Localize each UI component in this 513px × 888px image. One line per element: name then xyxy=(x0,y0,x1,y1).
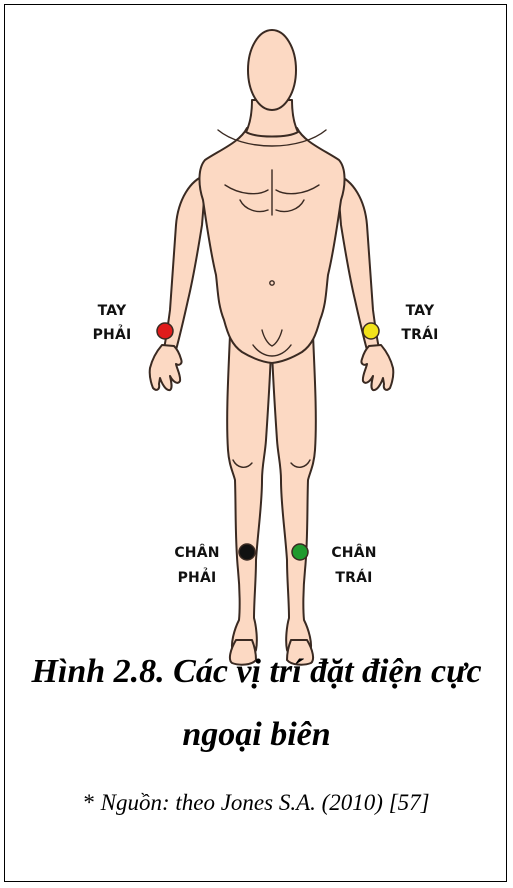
label-right-arm-line1: TAY xyxy=(98,303,127,319)
right-arm xyxy=(164,175,206,350)
right-hand xyxy=(150,345,182,390)
torso xyxy=(199,128,344,363)
source-asterisk: * xyxy=(83,790,95,815)
electrode-right-arm xyxy=(157,323,173,339)
electrode-right-leg xyxy=(239,544,255,560)
left-hand xyxy=(361,345,393,390)
label-left-arm-line1: TAY xyxy=(406,303,435,319)
left-leg xyxy=(272,335,316,658)
electrode-left-arm xyxy=(363,323,379,339)
label-right-leg-line2: PHẢI xyxy=(178,567,217,586)
label-left-arm-line2: TRÁI xyxy=(401,326,438,343)
head xyxy=(248,30,296,110)
right-leg xyxy=(227,335,271,658)
electrode-left-leg xyxy=(292,544,308,560)
label-right-arm-line2: PHẢI xyxy=(93,324,132,343)
figure-caption-line1: Hình 2.8. Các vị trí đặt điện cực xyxy=(0,655,513,689)
label-left-leg-line1: CHÂN xyxy=(331,544,376,561)
label-right-leg-line1: CHÂN xyxy=(174,544,219,561)
source-text: Nguồn: theo Jones S.A. (2010) [57] xyxy=(95,790,430,815)
label-left-leg-line2: TRÁI xyxy=(335,569,372,586)
figure-caption-line2: ngoại biên xyxy=(0,718,513,752)
figure-source: * Nguồn: theo Jones S.A. (2010) [57] xyxy=(0,790,513,816)
